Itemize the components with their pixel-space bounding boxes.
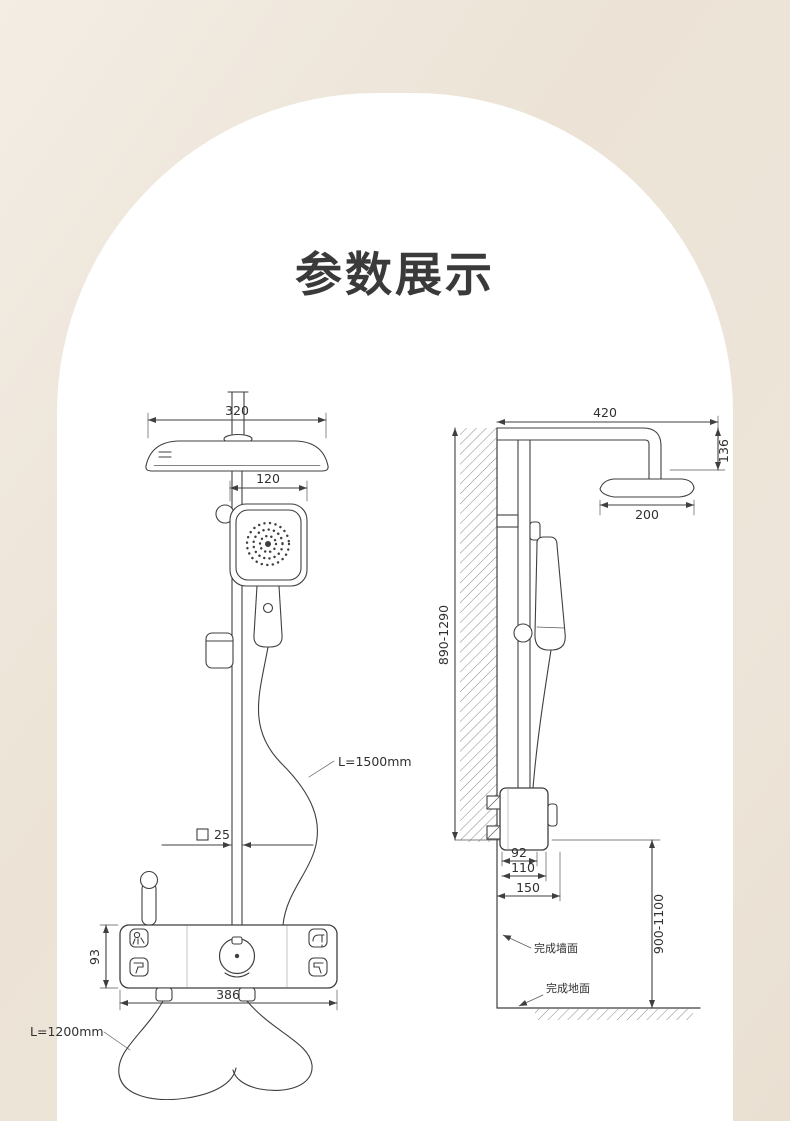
- dim-head-drop: 136: [669, 427, 731, 471]
- dim-890-1290-label: 890-1290: [436, 605, 451, 665]
- diverter-lever: [141, 882, 157, 926]
- dim-93-label: 93: [87, 949, 102, 965]
- pipe-bracket: [205, 632, 234, 669]
- tub-faucet-mode-icon: [308, 928, 328, 948]
- hose-side: [532, 649, 552, 789]
- dim-riser-height: 890-1290: [436, 427, 501, 841]
- dim-200-label: 200: [635, 507, 659, 522]
- dim-150: 150: [496, 851, 561, 902]
- rain-head-side: [599, 471, 695, 498]
- inlet-length-label: L=1200mm: [30, 1024, 104, 1039]
- valve-side: [486, 787, 558, 851]
- dim-head-width: 200: [599, 499, 695, 522]
- finished-wall-label: 完成墙面: [502, 934, 578, 955]
- shower-hose: [257, 646, 318, 926]
- dim-150-label: 150: [516, 880, 540, 895]
- outlet-right: [238, 987, 256, 1002]
- top-pipe: [496, 427, 662, 473]
- spray-gun-mode-icon: [129, 957, 149, 977]
- dim-25-label: 25: [214, 827, 230, 842]
- dim-arm-length: 420: [496, 405, 719, 429]
- dim-install-height: 900-1100: [551, 839, 666, 1009]
- finished-floor-label: 完成地面: [518, 981, 590, 1007]
- dim-hand-shower-width: 120: [229, 471, 308, 502]
- dim-420-label: 420: [593, 405, 617, 420]
- dim-valve-height: 93: [87, 924, 119, 989]
- dim-pipe-size: 25: [161, 827, 314, 848]
- dim-top-width: 320: [147, 403, 327, 439]
- dim-110: 110: [501, 851, 547, 882]
- dim-92: 92: [501, 845, 538, 867]
- dim-valve-width: 386: [119, 987, 338, 1011]
- wall-mount: [496, 514, 519, 528]
- valve-body: [119, 870, 338, 1002]
- front-view-diagram: 320 120: [30, 391, 412, 1100]
- square-section-icon: [196, 828, 209, 841]
- svg-text:完成地面: 完成地面: [546, 981, 590, 995]
- slider-clip: [529, 521, 541, 541]
- page-title: 参数展示: [295, 248, 495, 301]
- floor-section: [496, 1007, 701, 1020]
- riser-pipe-side: [496, 439, 541, 789]
- side-view-diagram: 420 136 200: [436, 405, 731, 1020]
- dim-136-label: 136: [716, 439, 731, 463]
- inlet-hoses: [118, 1000, 313, 1100]
- dim-320-label: 320: [225, 403, 249, 418]
- spray-mode-icon: [308, 957, 328, 977]
- dim-110-label: 110: [511, 860, 535, 875]
- shower-hose-label: L=1500mm: [308, 754, 412, 778]
- hand-shower-mode-icon: [129, 928, 149, 948]
- knob-side: [547, 803, 558, 827]
- outlet-left: [155, 987, 173, 1002]
- hand-shower: [215, 503, 308, 648]
- inlet-hose-label: L=1200mm: [30, 1024, 131, 1051]
- dim-386-label: 386: [216, 987, 240, 1002]
- dim-900-1100-label: 900-1100: [651, 894, 666, 954]
- hand-shower-side: [513, 536, 566, 651]
- hose-length-label: L=1500mm: [338, 754, 412, 769]
- rain-shower-head: [145, 440, 329, 472]
- dim-120-label: 120: [256, 471, 280, 486]
- dim-92-label: 92: [511, 845, 527, 860]
- wall-section: [460, 427, 498, 1009]
- temperature-knob: [218, 936, 256, 978]
- svg-text:完成墙面: 完成墙面: [534, 941, 578, 955]
